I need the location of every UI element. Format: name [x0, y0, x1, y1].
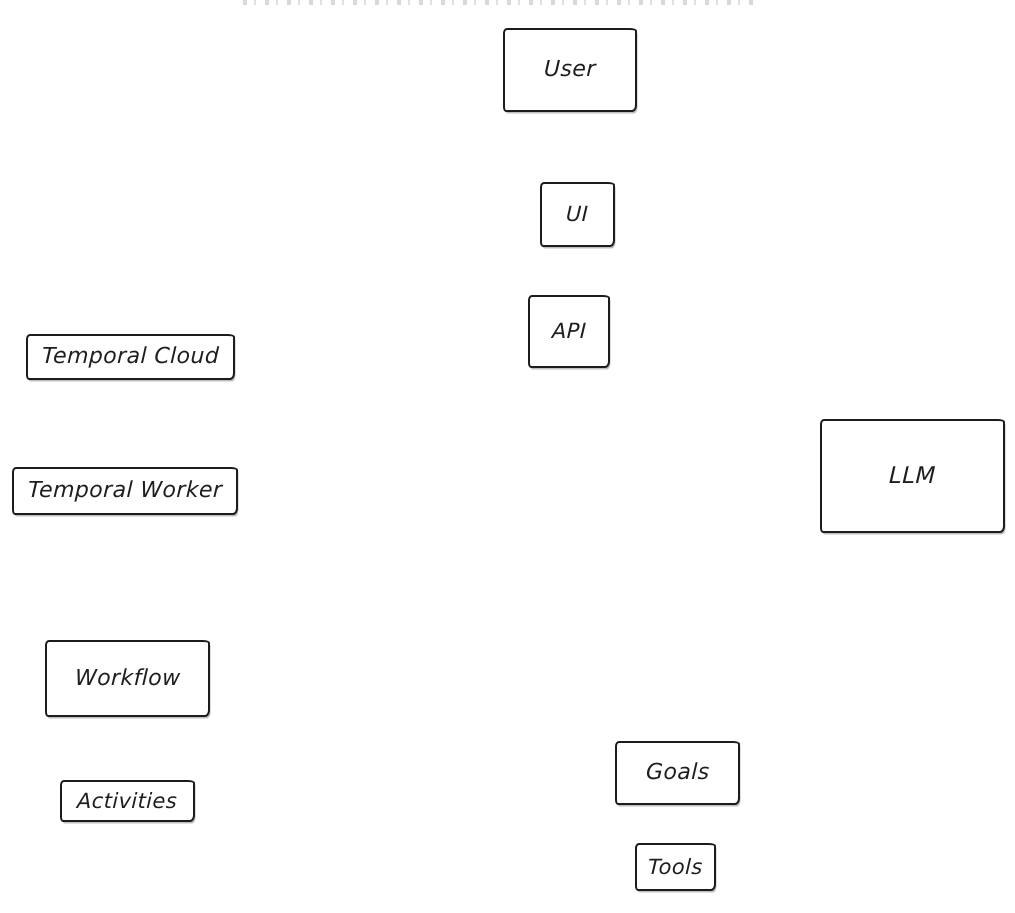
node-workflow[interactable]: Workflow: [45, 640, 210, 717]
node-label: Activities: [77, 788, 179, 813]
node-label: LLM: [888, 462, 937, 489]
node-goals[interactable]: Goals: [615, 741, 740, 805]
node-llm[interactable]: LLM: [820, 419, 1005, 533]
node-label: Goals: [645, 760, 710, 785]
node-label: Workflow: [74, 665, 181, 691]
node-temporal-cloud[interactable]: Temporal Cloud: [26, 334, 235, 380]
node-user[interactable]: User: [503, 28, 637, 112]
node-tools[interactable]: Tools: [635, 843, 716, 891]
node-activities[interactable]: Activities: [60, 780, 195, 822]
clipped-top-text-fragment: [243, 0, 755, 5]
node-label: User: [543, 57, 597, 82]
node-label: Temporal Cloud: [41, 344, 220, 369]
node-temporal-worker[interactable]: Temporal Worker: [12, 467, 238, 515]
node-label: UI: [565, 202, 590, 226]
node-api[interactable]: API: [528, 295, 610, 368]
node-ui[interactable]: UI: [540, 182, 615, 247]
node-label: Temporal Worker: [27, 478, 223, 503]
node-label: API: [551, 319, 587, 343]
node-label: Tools: [647, 854, 704, 879]
